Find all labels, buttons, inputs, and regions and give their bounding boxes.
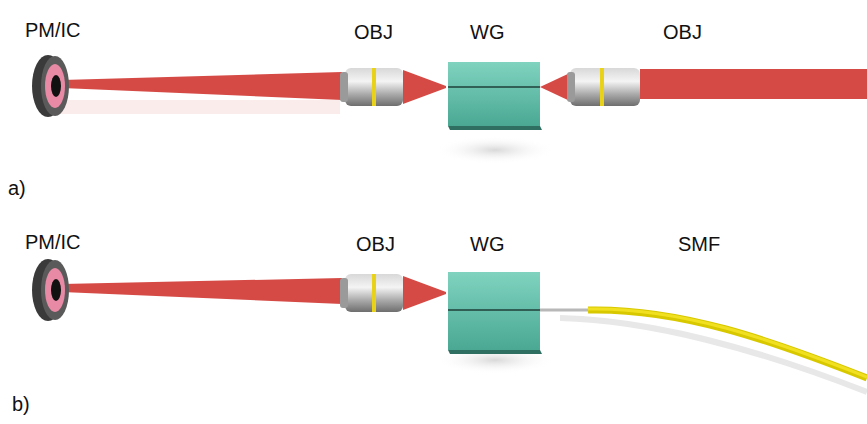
setup-label: SMF (678, 234, 720, 254)
setup-label: OBJ (354, 22, 393, 42)
panel-label: a) (8, 178, 26, 198)
setup-label: PM/IC (25, 232, 81, 252)
setup-label: OBJ (663, 22, 702, 42)
panel-label: b) (12, 394, 30, 414)
setup-label: PM/IC (25, 20, 81, 40)
setup-b (32, 259, 867, 392)
setup-a (32, 55, 867, 164)
setup-label: WG (470, 22, 504, 42)
setup-label: WG (470, 234, 504, 254)
setup-label: OBJ (356, 234, 395, 254)
